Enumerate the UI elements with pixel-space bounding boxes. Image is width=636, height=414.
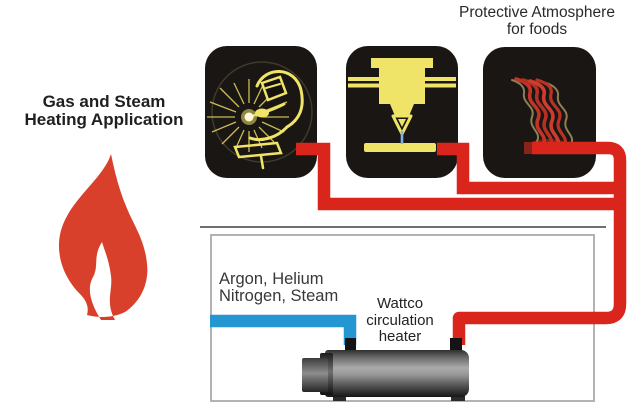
heater-foot bbox=[333, 396, 346, 401]
app-tile-food-smoking bbox=[483, 47, 596, 178]
heater-label-line3: heater bbox=[378, 328, 422, 345]
app-tile-welding bbox=[205, 46, 317, 178]
heater-label-line1: Wattco bbox=[376, 295, 424, 312]
circulation-heater-body bbox=[325, 350, 469, 397]
gas-inlet-line1: Argon, Helium bbox=[219, 270, 324, 288]
protective-atmosphere-line1: Protective Atmosphere bbox=[459, 4, 615, 21]
welder-icon bbox=[207, 61, 313, 170]
protective-atmosphere-line2: for foods bbox=[506, 21, 568, 38]
page-title-line1: Gas and Steam bbox=[42, 92, 166, 111]
gas-inlet-line2: Nitrogen, Steam bbox=[219, 287, 339, 305]
smoked-food-icon bbox=[511, 77, 574, 149]
divider-line bbox=[200, 226, 606, 228]
protective-atmosphere-label: Protective Atmosphere for foods bbox=[438, 4, 636, 38]
gas-inlet-label: Argon, Helium Nitrogen, Steam bbox=[219, 271, 389, 305]
page-title-line2: Heating Application bbox=[24, 110, 184, 129]
torch-machine-icon bbox=[348, 58, 456, 152]
heater-outlet-stub bbox=[450, 338, 462, 352]
heater-end-block bbox=[302, 358, 328, 392]
app-tile-torch-heating bbox=[346, 46, 458, 178]
heater-label: Wattco circulation heater bbox=[345, 295, 455, 346]
flame-icon bbox=[58, 154, 148, 320]
heater-inlet-stub bbox=[345, 338, 356, 352]
page-title: Gas and Steam Heating Application bbox=[8, 93, 200, 129]
heater-label-line2: circulation bbox=[366, 311, 434, 329]
heater-foot bbox=[451, 396, 465, 401]
